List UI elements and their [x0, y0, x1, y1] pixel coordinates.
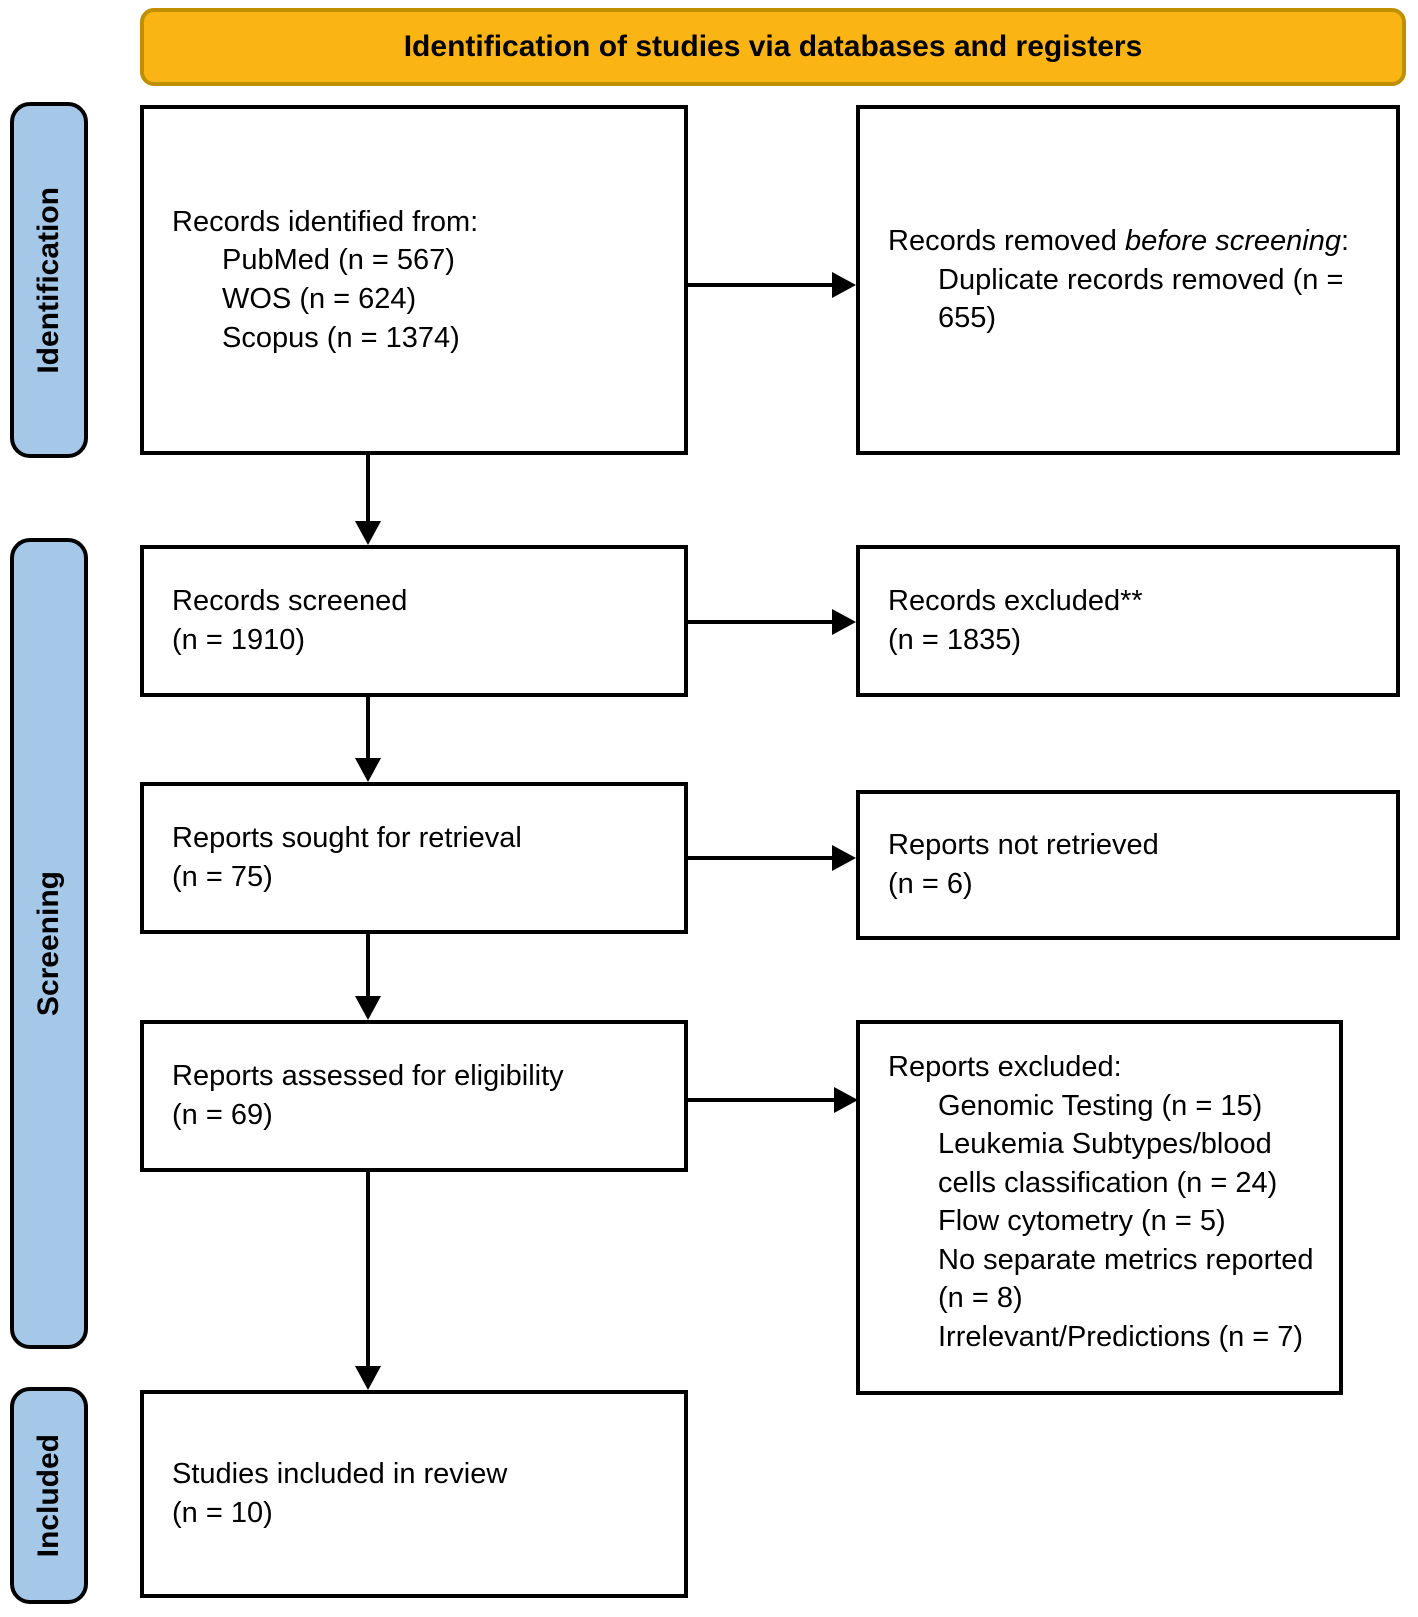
stage-screening-label: Screening	[32, 870, 65, 1017]
arrow-line	[688, 620, 834, 624]
records-identified-item: WOS (n = 624)	[222, 283, 417, 315]
arrow-head-icon	[832, 272, 856, 298]
records-screened-count: (n = 1910)	[172, 624, 306, 656]
box-studies-included: Studies included in review (n = 10)	[140, 1390, 688, 1598]
reports-not-retrieved-line: Reports not retrieved	[888, 829, 1159, 862]
reports-not-retrieved-count: (n = 6)	[888, 868, 973, 900]
box-records-excluded: Records excluded** (n = 1835)	[856, 545, 1400, 697]
records-removed-prefix: Records removed	[888, 225, 1125, 258]
box-reports-not-retrieved: Reports not retrieved (n = 6)	[856, 790, 1400, 940]
arrow-head-icon	[834, 1087, 858, 1113]
arrow-line	[366, 934, 370, 999]
arrow-head-icon	[355, 1366, 381, 1390]
box-records-identified: Records identified from: PubMed (n = 567…	[140, 105, 688, 455]
records-removed-suffix: :	[1340, 225, 1350, 258]
arrow-head-icon	[355, 996, 381, 1020]
reports-excluded-item: No separate metrics reported (n = 8)	[938, 1243, 1314, 1315]
records-removed-italic: before screening	[1124, 225, 1341, 258]
records-identified-heading: Records identified from:	[172, 205, 479, 238]
reports-excluded-item: Leukemia Subtypes/blood cells classifica…	[938, 1128, 1278, 1199]
box-reports-sought: Reports sought for retrieval (n = 75)	[140, 782, 688, 934]
box-records-screened: Records screened (n = 1910)	[140, 545, 688, 697]
box-records-removed: Records removed before screening: Duplic…	[856, 105, 1400, 455]
box-reports-excluded: Reports excluded: Genomic Testing (n = 1…	[856, 1020, 1343, 1395]
reports-sought-line: Reports sought for retrieval	[172, 822, 522, 855]
records-identified-item: Scopus (n = 1374)	[222, 321, 460, 354]
stage-included-label: Included	[32, 1433, 65, 1558]
arrow-line	[366, 1172, 370, 1368]
stage-identification-label: Identification	[32, 186, 65, 374]
reports-excluded-item: Flow cytometry (n = 5)	[938, 1205, 1226, 1238]
records-excluded-line: Records excluded**	[888, 585, 1143, 618]
studies-included-count: (n = 10)	[172, 1497, 273, 1529]
reports-assessed-line: Reports assessed for eligibility	[172, 1060, 564, 1093]
arrow-line	[688, 856, 834, 860]
title-banner: Identification of studies via databases …	[140, 8, 1406, 86]
arrow-head-icon	[355, 758, 381, 782]
arrow-head-icon	[832, 609, 856, 635]
records-removed-heading: Records removed before screening:	[888, 222, 1374, 261]
records-screened-line: Records screened	[172, 585, 408, 618]
records-removed-item: Duplicate records removed (n = 655)	[938, 263, 1344, 335]
arrow-head-icon	[355, 521, 381, 545]
stage-screening: Screening	[10, 538, 88, 1349]
reports-assessed-count: (n = 69)	[172, 1099, 273, 1131]
studies-included-line: Studies included in review	[172, 1458, 508, 1491]
arrow-line	[688, 1098, 836, 1102]
records-identified-item: PubMed (n = 567)	[222, 244, 455, 277]
arrow-head-icon	[832, 845, 856, 871]
arrow-line	[688, 283, 834, 287]
reports-sought-count: (n = 75)	[172, 861, 273, 893]
reports-excluded-item: Genomic Testing (n = 15)	[938, 1089, 1263, 1122]
reports-excluded-item: Irrelevant/Predictions (n = 7)	[938, 1320, 1304, 1353]
records-excluded-count: (n = 1835)	[888, 624, 1022, 656]
page-title: Identification of studies via databases …	[403, 30, 1143, 63]
arrow-line	[366, 697, 370, 761]
box-reports-assessed: Reports assessed for eligibility (n = 69…	[140, 1020, 688, 1172]
stage-included: Included	[10, 1387, 88, 1604]
stage-identification: Identification	[10, 102, 88, 458]
arrow-line	[366, 455, 370, 525]
reports-excluded-heading: Reports excluded:	[888, 1051, 1122, 1083]
